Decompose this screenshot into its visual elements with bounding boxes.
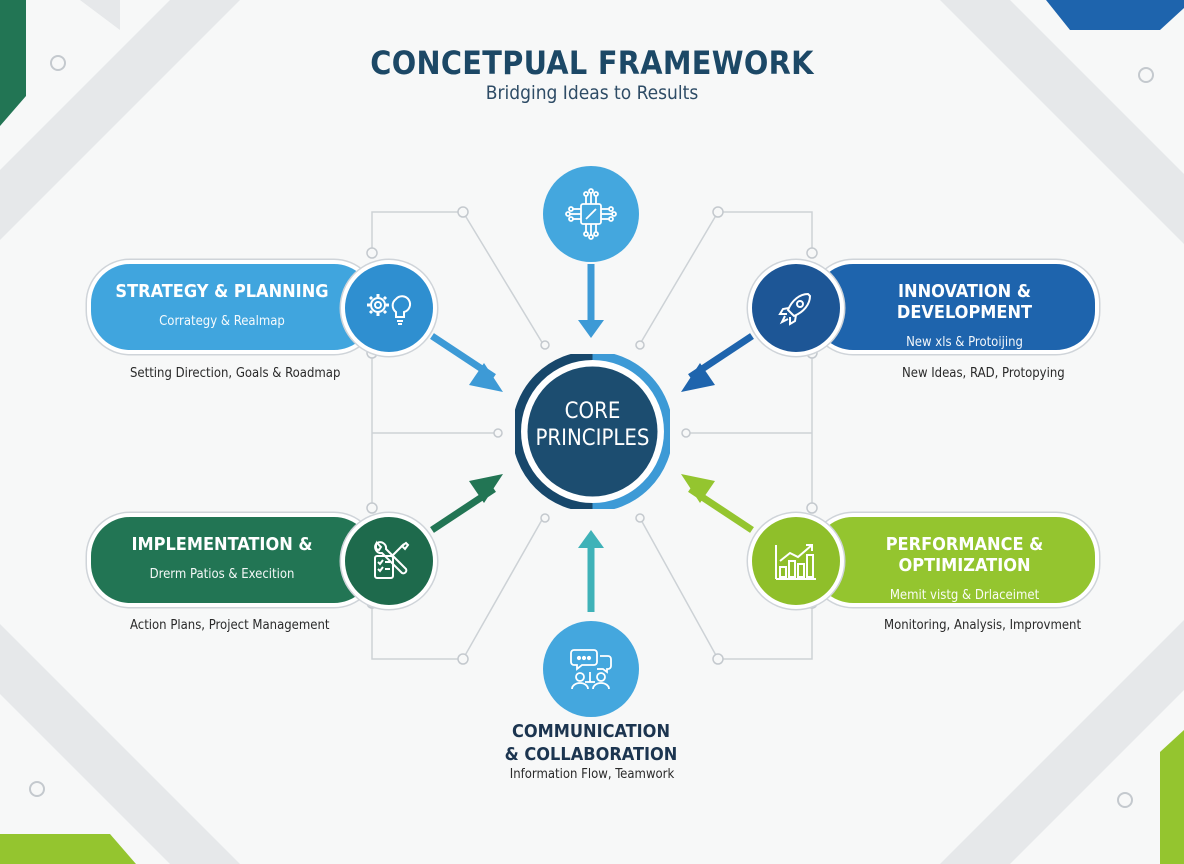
- node-caption: Action Plans, Project Management: [130, 618, 330, 633]
- core-label-line2: PRINCIPLES: [535, 426, 650, 451]
- gear-bulb-icon: [341, 260, 437, 356]
- node-strategy-planning: STRATEGY & PLANNING Corrategy & Realmap: [87, 260, 377, 354]
- circuit-chip-icon: [543, 166, 639, 262]
- arrow-implementation: [430, 474, 503, 533]
- rocket-icon: [748, 260, 844, 356]
- core-principles-label: CORE PRINCIPLES: [515, 398, 670, 452]
- growth-chart-icon: [748, 513, 844, 609]
- core-label-line1: CORE: [564, 399, 621, 424]
- chat-people-icon: [543, 621, 639, 717]
- communication-title: COMMUNICATION & COLLABORATION: [0, 720, 1184, 766]
- page-title: CONCETPUAL FRAMEWORK: [370, 44, 814, 82]
- core-principles-circle: [515, 354, 670, 509]
- arrow-bottom: [578, 530, 604, 612]
- node-title: PERFORMANCE & OPTIMIZATION: [885, 534, 1044, 576]
- node-innovation-development: INNOVATION & DEVELOPMENT New xls & Proto…: [810, 260, 1099, 354]
- arrow-top: [578, 264, 604, 338]
- arrow-performance: [681, 474, 754, 533]
- node-subtitle: Drerm Patios & Execition: [149, 567, 295, 582]
- communication-title-line1: COMMUNICATION: [511, 721, 670, 742]
- page-subtitle: Bridging Ideas to Results: [485, 82, 699, 104]
- node-performance-optimization: PERFORMANCE & OPTIMIZATION Memit vistg &…: [810, 513, 1099, 607]
- arrow-innovation: [681, 333, 754, 392]
- communication-caption: Information Flow, Teamwork: [509, 767, 675, 782]
- node-subtitle: Corrategy & Realmap: [159, 314, 285, 329]
- node-title: STRATEGY & PLANNING: [115, 281, 329, 302]
- arrow-strategy: [430, 333, 503, 392]
- communication-title-line2: & COLLABORATION: [504, 744, 678, 765]
- node-caption: New Ideas, RAD, Protopying: [902, 366, 1065, 381]
- tools-checklist-icon: [341, 513, 437, 609]
- node-subtitle: Memit vistg & Drlaceimet: [889, 588, 1040, 603]
- node-caption: Monitoring, Analysis, Improvment: [884, 618, 1082, 633]
- node-subtitle: New xls & Protoijing: [906, 335, 1023, 350]
- node-implementation: IMPLEMENTATION & Drerm Patios & Execitio…: [87, 513, 377, 607]
- node-title: IMPLEMENTATION &: [131, 534, 313, 555]
- node-caption: Setting Direction, Goals & Roadmap: [130, 366, 341, 381]
- node-title: INNOVATION & DEVELOPMENT: [896, 281, 1033, 323]
